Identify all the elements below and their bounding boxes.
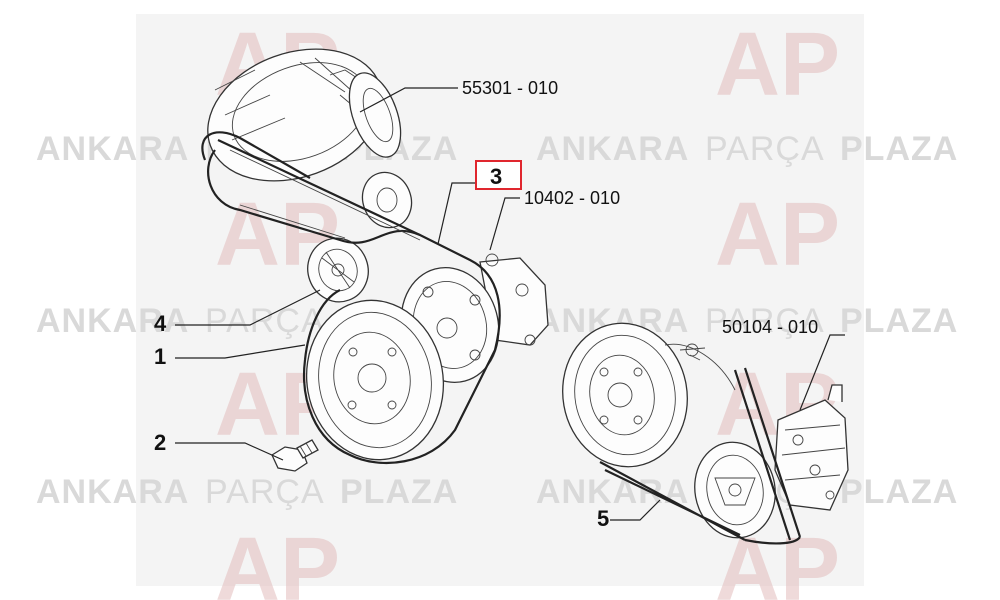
- svg-text:PLAZA: PLAZA: [840, 473, 958, 511]
- svg-text:PARÇA: PARÇA: [205, 302, 325, 340]
- compressor-pulley[interactable]: [687, 436, 782, 544]
- leader-lines: [175, 87, 845, 521]
- svg-text:ANKARA: ANKARA: [36, 130, 189, 168]
- crankshaft-pulley[interactable]: [294, 289, 456, 470]
- svg-text:AP: AP: [215, 520, 340, 600]
- belt-highlight-box[interactable]: [475, 160, 522, 190]
- watermark-logo-2: AP: [715, 15, 840, 115]
- belt-right[interactable]: [599, 367, 802, 545]
- watermark-text-row-3-left: ANKARA PARÇA PLAZA: [36, 473, 458, 511]
- label-idler: 4: [154, 311, 167, 336]
- ac-compressor[interactable]: [774, 384, 849, 511]
- belt-left[interactable]: [201, 131, 501, 465]
- pulley-bolt[interactable]: [271, 439, 319, 472]
- svg-text:PLAZA: PLAZA: [840, 302, 958, 340]
- svg-text:PARÇA: PARÇA: [205, 473, 325, 511]
- svg-text:ANKARA: ANKARA: [36, 473, 189, 511]
- svg-text:ANKARA: ANKARA: [536, 473, 689, 511]
- label-belt-2: 5: [597, 506, 609, 531]
- callout-compressor: 50104 - 010: [722, 317, 818, 337]
- watermark-layer: AP AP AP AP AP AP AP AP ANKARA PARÇA PLA…: [36, 15, 958, 600]
- svg-text:AP: AP: [715, 15, 840, 115]
- callout-belt: 3: [490, 164, 502, 189]
- watermark-text-row-2-right: ANKARA PARÇA PLAZA: [536, 302, 958, 340]
- svg-text:PLAZA: PLAZA: [340, 473, 458, 511]
- callout-water-pump: 10402 - 010: [524, 188, 620, 208]
- svg-text:PARÇA: PARÇA: [705, 302, 825, 340]
- engine-pulley-right[interactable]: [551, 313, 736, 476]
- watermark-logo-7: AP: [215, 520, 340, 600]
- svg-text:PARÇA: PARÇA: [705, 130, 825, 168]
- svg-text:ANKARA: ANKARA: [536, 130, 689, 168]
- svg-text:PLAZA: PLAZA: [840, 130, 958, 168]
- label-bolt: 2: [154, 430, 166, 455]
- watermark-text-row-1-right: ANKARA PARÇA PLAZA: [536, 130, 958, 168]
- label-pulley: 1: [154, 344, 166, 369]
- watermark-logo-4: AP: [715, 185, 840, 285]
- callout-alternator: 55301 - 010: [462, 78, 558, 98]
- idler-pulley[interactable]: [299, 230, 377, 311]
- svg-text:AP: AP: [715, 185, 840, 285]
- svg-text:ANKARA: ANKARA: [36, 302, 189, 340]
